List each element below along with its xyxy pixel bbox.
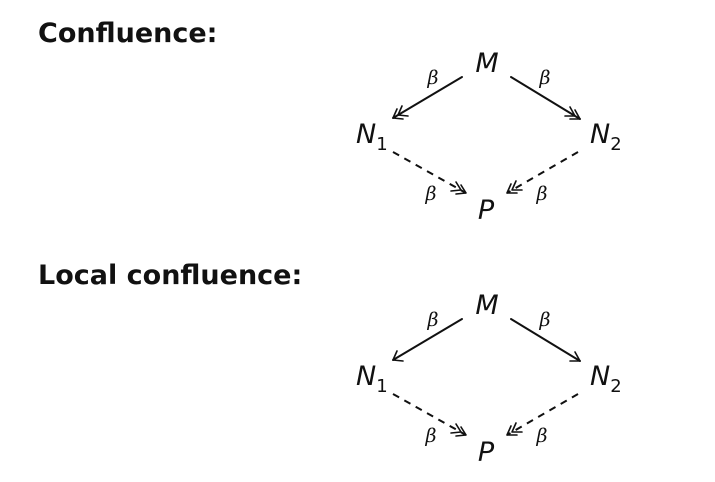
node-n2: N2 bbox=[590, 361, 622, 397]
node-n2-letter: N bbox=[590, 119, 610, 150]
arrow-m-to-n2 bbox=[510, 318, 581, 362]
label-n2-p: β bbox=[536, 183, 548, 205]
node-n2: N2 bbox=[590, 119, 622, 155]
node-m: M bbox=[475, 290, 498, 321]
arrow-n2-to-p bbox=[506, 151, 579, 194]
confluence-diagram: M N1 N2 P β β β β bbox=[356, 48, 622, 226]
label-n1-p: β bbox=[425, 425, 437, 447]
label-n2-p: β bbox=[536, 425, 548, 447]
arrow-n1-to-p bbox=[392, 151, 467, 195]
node-n2-subscript: 2 bbox=[610, 134, 621, 155]
arrow-m-to-n1 bbox=[392, 318, 463, 362]
label-n1-p: β bbox=[425, 183, 437, 205]
local-confluence-diagram: M N1 N2 P β β β β bbox=[356, 290, 622, 468]
node-n1-subscript: 1 bbox=[376, 376, 387, 397]
arrow-m-to-n1 bbox=[392, 76, 463, 120]
node-n1: N1 bbox=[356, 119, 388, 155]
node-n1-letter: N bbox=[356, 119, 376, 150]
label-m-n2: β bbox=[539, 67, 551, 89]
arrow-n1-to-p bbox=[392, 393, 467, 437]
node-n2-subscript: 2 bbox=[610, 376, 621, 397]
node-n1-subscript: 1 bbox=[376, 134, 387, 155]
confluence-heading: Confluence: bbox=[38, 18, 218, 49]
local-confluence-heading: Local confluence: bbox=[38, 260, 303, 291]
node-n2-letter: N bbox=[590, 361, 610, 392]
label-m-n2: β bbox=[539, 309, 551, 331]
arrow-m-to-n2 bbox=[510, 76, 581, 120]
node-p: P bbox=[478, 437, 495, 468]
node-p: P bbox=[478, 195, 495, 226]
node-n1-letter: N bbox=[356, 361, 376, 392]
arrow-n2-to-p bbox=[506, 393, 579, 436]
label-m-n1: β bbox=[427, 67, 439, 89]
node-n1: N1 bbox=[356, 361, 388, 397]
node-m: M bbox=[475, 48, 498, 79]
label-m-n1: β bbox=[427, 309, 439, 331]
